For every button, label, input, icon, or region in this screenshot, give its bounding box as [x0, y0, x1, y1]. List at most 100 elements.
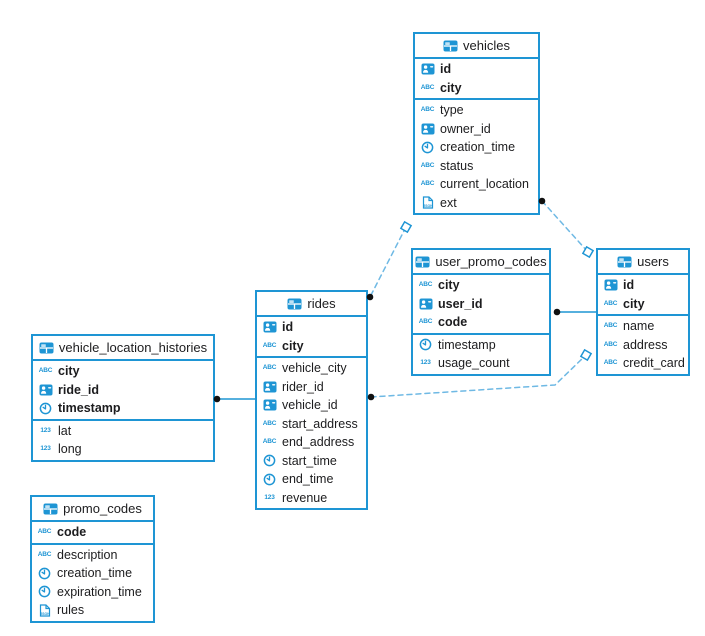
clock-icon	[417, 338, 434, 351]
field-row-code[interactable]: ABC code	[413, 313, 549, 332]
svg-text:JSON: JSON	[423, 204, 433, 208]
table-header[interactable]: users	[598, 250, 688, 275]
table-header[interactable]: user_promo_codes	[413, 250, 549, 275]
field-row-expiration_time[interactable]: expiration_time	[32, 583, 153, 602]
field-name: rider_id	[282, 379, 324, 394]
field-row-end_time[interactable]: end_time	[257, 470, 366, 489]
table-title: user_promo_codes	[435, 254, 547, 269]
field-name: start_time	[282, 453, 337, 468]
svg-text:JSON: JSON	[40, 612, 50, 616]
field-name: city	[440, 80, 462, 95]
abc-icon: ABC	[418, 318, 433, 325]
clock-icon	[261, 454, 278, 467]
field-name: code	[57, 525, 87, 540]
field-row-end_address[interactable]: ABC end_address	[257, 433, 366, 452]
relationship-vehicle_location_histories-rides[interactable]	[213, 395, 255, 403]
field-row-vehicle_id[interactable]: vehicle_id	[257, 396, 366, 415]
field-row-rider_id[interactable]: rider_id	[257, 378, 366, 397]
abc-icon: ABC	[262, 419, 277, 427]
field-name: code	[438, 315, 468, 330]
abc-icon: ABC	[37, 550, 52, 558]
table-title: promo_codes	[63, 501, 142, 516]
clock-icon	[36, 567, 53, 580]
abc-icon: ABC	[603, 299, 618, 307]
field-name: end_address	[282, 435, 355, 450]
table-header[interactable]: vehicles	[415, 34, 538, 59]
abc-icon: ABC	[420, 106, 435, 113]
field-row-creation_time[interactable]: creation_time	[415, 138, 538, 157]
table-title: users	[637, 254, 669, 269]
relationship-vehicles-rides[interactable]	[366, 220, 413, 301]
field-name: end_time	[282, 472, 334, 487]
field-row-start_time[interactable]: start_time	[257, 452, 366, 471]
abc-icon: ABC	[420, 161, 435, 169]
table-header[interactable]: promo_codes	[32, 497, 153, 522]
abc-icon: ABC	[262, 341, 277, 349]
field-row-description[interactable]: ABC description	[32, 546, 153, 565]
field-row-city[interactable]: ABC city	[598, 295, 688, 314]
field-row-ext[interactable]: JSON ext	[415, 194, 538, 213]
abc-icon: ABC	[262, 438, 277, 445]
clock-icon	[261, 473, 278, 486]
table-header[interactable]: rides	[257, 292, 366, 317]
person-id-icon	[261, 399, 278, 411]
field-name: ext	[440, 195, 457, 210]
num-icon: 123	[40, 426, 51, 434]
field-row-timestamp[interactable]: timestamp	[413, 336, 549, 355]
field-name: creation_time	[57, 566, 133, 581]
endpoint-dot	[553, 308, 561, 316]
table-title: vehicle_location_histories	[58, 340, 208, 355]
field-row-ride_id[interactable]: ride_id	[33, 381, 213, 400]
field-row-user_id[interactable]: user_id	[413, 295, 549, 314]
endpoint-square	[579, 348, 593, 362]
field-name: city	[623, 296, 645, 311]
field-name: expiration_time	[57, 584, 142, 599]
table-icon	[617, 256, 632, 268]
field-row-id[interactable]: id	[415, 60, 538, 79]
person-id-icon	[602, 279, 619, 291]
endpoint-square	[399, 220, 413, 234]
field-name: description	[57, 547, 118, 562]
field-row-lat[interactable]: 123 lat	[33, 422, 213, 441]
field-row-timestamp[interactable]: timestamp	[33, 399, 213, 418]
field-row-id[interactable]: id	[257, 318, 366, 337]
field-row-creation_time[interactable]: creation_time	[32, 564, 153, 583]
field-name: lat	[58, 423, 72, 438]
field-row-owner_id[interactable]: owner_id	[415, 120, 538, 139]
fields-section: ABC description creation_time expiration_ti…	[32, 545, 153, 621]
field-row-id[interactable]: id	[598, 276, 688, 295]
table-header[interactable]: vehicle_location_histories	[33, 336, 213, 361]
person-id-icon	[417, 298, 434, 310]
abc-icon: ABC	[603, 322, 618, 329]
abc-icon: ABC	[38, 367, 53, 374]
table-icon	[287, 298, 302, 310]
relationship-user_promo_codes-users[interactable]	[553, 308, 596, 316]
